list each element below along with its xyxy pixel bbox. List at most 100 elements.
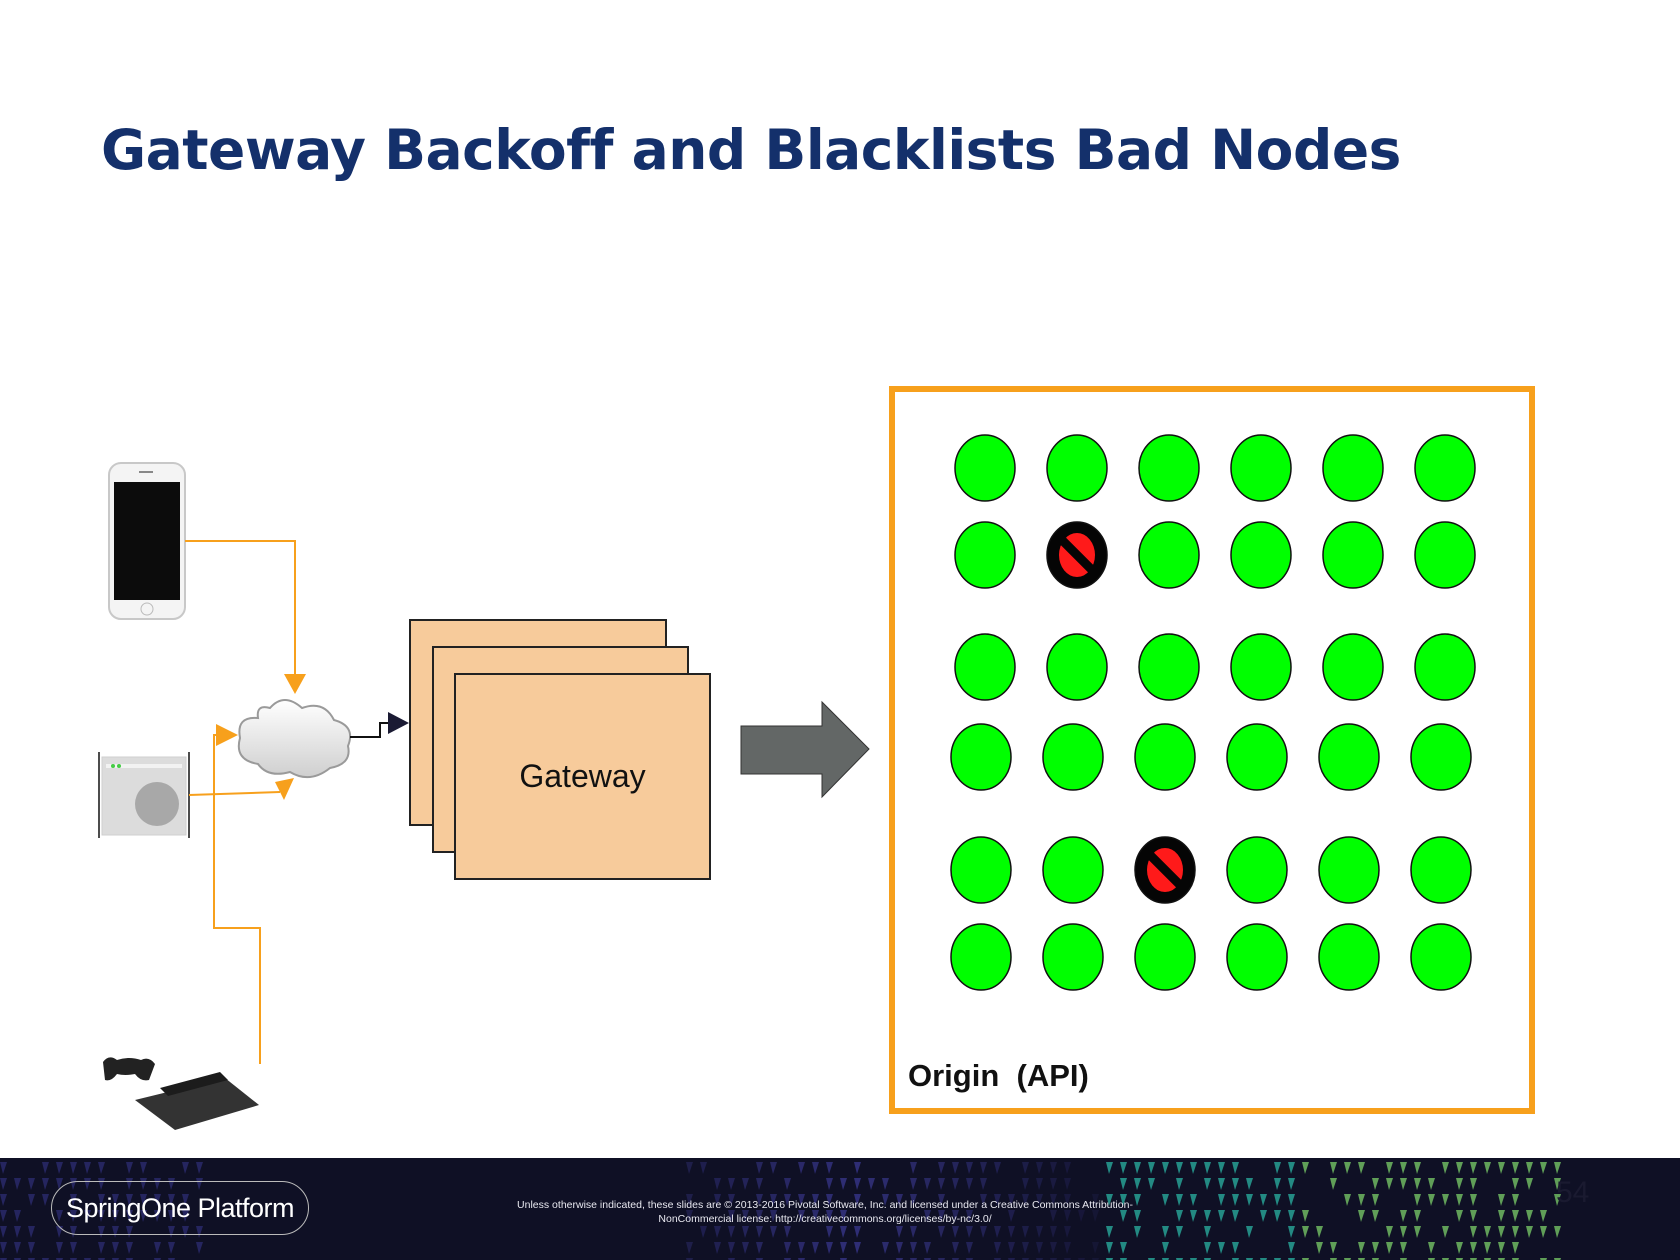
pattern-mark [1456, 1194, 1463, 1206]
pattern-mark [1498, 1242, 1505, 1254]
pattern-mark [196, 1162, 203, 1174]
pattern-mark [42, 1178, 49, 1190]
pattern-mark [966, 1226, 973, 1238]
pattern-mark [1064, 1242, 1071, 1254]
pattern-mark [938, 1226, 945, 1238]
pattern-mark [28, 1178, 35, 1190]
pattern-mark [742, 1242, 749, 1254]
pattern-mark [826, 1162, 833, 1174]
pattern-mark [1148, 1178, 1155, 1190]
pattern-mark [0, 1210, 7, 1222]
pattern-mark [1162, 1226, 1169, 1238]
pattern-mark [1036, 1242, 1043, 1254]
pattern-mark [0, 1178, 7, 1190]
pattern-mark [728, 1242, 735, 1254]
pattern-mark [924, 1178, 931, 1190]
pattern-mark [1232, 1162, 1239, 1174]
pattern-mark [1456, 1210, 1463, 1222]
pattern-mark [1050, 1162, 1057, 1174]
pattern-mark [1372, 1178, 1379, 1190]
pattern-mark [0, 1162, 7, 1174]
pattern-mark [1498, 1162, 1505, 1174]
pattern-mark [42, 1162, 49, 1174]
pattern-mark [1456, 1162, 1463, 1174]
pattern-mark [1246, 1226, 1253, 1238]
pattern-mark [770, 1226, 777, 1238]
pattern-mark [56, 1242, 63, 1254]
pattern-mark [1064, 1178, 1071, 1190]
pattern-mark [980, 1162, 987, 1174]
pattern-mark [1470, 1162, 1477, 1174]
pattern-mark [756, 1242, 763, 1254]
license-line-1: Unless otherwise indicated, these slides… [470, 1198, 1180, 1212]
pattern-mark [1316, 1226, 1323, 1238]
pattern-mark [714, 1178, 721, 1190]
pattern-mark [14, 1210, 21, 1222]
pattern-mark [1526, 1178, 1533, 1190]
pattern-mark [1470, 1194, 1477, 1206]
pattern-mark [798, 1242, 805, 1254]
pattern-mark [910, 1162, 917, 1174]
pattern-mark [1526, 1226, 1533, 1238]
pattern-mark [1512, 1226, 1519, 1238]
pattern-mark [1302, 1162, 1309, 1174]
pattern-mark [756, 1226, 763, 1238]
pattern-mark [1274, 1178, 1281, 1190]
pattern-mark [1484, 1242, 1491, 1254]
pattern-mark [1400, 1178, 1407, 1190]
pattern-mark [1120, 1178, 1127, 1190]
pattern-mark [784, 1226, 791, 1238]
pattern-mark [826, 1178, 833, 1190]
pattern-mark [0, 1242, 7, 1254]
pattern-mark [56, 1162, 63, 1174]
pattern-mark [1442, 1162, 1449, 1174]
pattern-mark [1526, 1210, 1533, 1222]
pattern-mark [966, 1242, 973, 1254]
pattern-mark [1232, 1210, 1239, 1222]
pattern-mark [1400, 1242, 1407, 1254]
pattern-mark [840, 1178, 847, 1190]
pattern-mark [826, 1226, 833, 1238]
pattern-mark [1288, 1210, 1295, 1222]
pattern-mark [1358, 1242, 1365, 1254]
pattern-mark [140, 1162, 147, 1174]
pattern-mark [1050, 1242, 1057, 1254]
pattern-mark [1456, 1178, 1463, 1190]
pattern-mark [14, 1242, 21, 1254]
license-text: Unless otherwise indicated, these slides… [470, 1198, 1180, 1226]
pattern-mark [1442, 1194, 1449, 1206]
pattern-mark [0, 1226, 7, 1238]
pattern-mark [826, 1242, 833, 1254]
pattern-mark [1470, 1178, 1477, 1190]
pattern-mark [994, 1162, 1001, 1174]
pattern-mark [1120, 1242, 1127, 1254]
pattern-mark [126, 1162, 133, 1174]
pattern-mark [1176, 1226, 1183, 1238]
pattern-mark [168, 1242, 175, 1254]
pattern-mark [1162, 1242, 1169, 1254]
pattern-mark [714, 1226, 721, 1238]
pattern-mark [910, 1242, 917, 1254]
page-number: 54 [1556, 1176, 1589, 1210]
pattern-mark [1190, 1194, 1197, 1206]
pattern-mark [1246, 1178, 1253, 1190]
pattern-mark [1022, 1178, 1029, 1190]
pattern-mark [28, 1226, 35, 1238]
pattern-mark [1484, 1162, 1491, 1174]
pattern-mark [1204, 1242, 1211, 1254]
pattern-mark [70, 1242, 77, 1254]
pattern-mark [1400, 1210, 1407, 1222]
pattern-mark [1414, 1162, 1421, 1174]
pattern-mark [1134, 1178, 1141, 1190]
pattern-mark [1162, 1162, 1169, 1174]
pattern-mark [742, 1226, 749, 1238]
pattern-mark [42, 1194, 49, 1206]
pattern-mark [1274, 1210, 1281, 1222]
pattern-mark [1246, 1194, 1253, 1206]
pattern-mark [994, 1226, 1001, 1238]
pattern-mark [112, 1242, 119, 1254]
client-links [185, 541, 295, 1064]
pattern-mark [882, 1242, 889, 1254]
pattern-mark [924, 1242, 931, 1254]
pattern-mark [868, 1178, 875, 1190]
